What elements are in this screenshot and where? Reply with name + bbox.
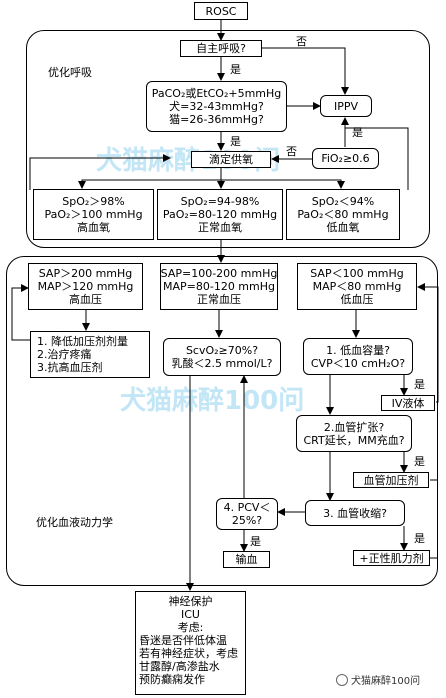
footer-logo: 犬猫麻醉100问 [336,672,420,687]
titrate-oxygen-node: 滴定供氧 [191,151,271,168]
edge-label-yes-7: 是 [250,535,261,548]
hypoxia-line-2: PaO₂＜80 mmHg [297,208,389,221]
edge-label-yes-4: 是 [414,378,425,391]
edge-label-yes-2: 是 [230,135,241,148]
ippv-node: IPPV [320,95,372,117]
scvo2-line-2: 乳酸＜2.5 mmol/L? [171,357,273,370]
hyperoxia-line-2: PaO₂＞100 mmHg [44,208,143,221]
footer-text: 犬猫麻醉100问 [351,676,421,687]
hypotension-line-3: 低血压 [340,293,374,306]
final-line-4: 昏迷是否伴低体温 [139,634,227,647]
edge-label-yes-5: 是 [414,455,425,468]
hypoxia-node: SpO₂＜94% PaO₂＜80 mmHg 低血氧 [286,189,400,240]
hyperoxia-node: SpO₂＞98% PaO₂＞100 mmHg 高血氧 [33,189,154,240]
pcv-line-1: 4. PCV＜ [223,501,271,514]
rosc-node: ROSC [194,2,248,20]
low-volume-line-1: 1. 低血容量? [326,343,390,357]
hypertension-action-3: 3.抗高血压剂 [37,361,103,374]
hypertension-node: SAP＞200 mmHg MAP＞120 mmHg 高血压 [28,263,143,310]
hypotension-line-2: MAP＜80 mmHg [312,280,402,293]
pcv-line-2: 25%? [231,514,263,527]
final-line-1: 神经保护 [168,595,213,608]
neuroprotection-node: 神经保护 ICU 考虑: 昏迷是否伴低体温 若有神经症状，考虑 甘露醇/高渗盐水… [135,591,246,695]
normoxia-node: SpO₂=94-98% PaO₂=80-120 mmHg 正常血氧 [157,189,283,240]
hyperoxia-line-3: 高血氧 [77,221,110,234]
hypertension-actions-node: 1. 降低加压剂剂量 2.治疗疼痛 3.抗高血压剂 [30,331,150,378]
wechat-icon [336,673,348,686]
normotension-node: SAP=100-200 mmHg MAP=80-120 mmHg 正常血压 [160,263,278,310]
vasodilation-line-1: 2.血管扩张? [323,420,385,434]
scvo2-node: ScvO₂≥70%? 乳酸＜2.5 mmol/L? [163,338,281,376]
paco2-line-1: PaCO₂或EtCO₂+5mmHg [151,87,282,100]
final-line-6: 甘露醇/高渗盐水 [139,660,220,673]
normotension-line-2: MAP=80-120 mmHg [162,280,275,293]
spontaneous-breathing-node: 自主呼吸? [180,40,262,57]
normoxia-line-3: 正常血氧 [198,221,242,234]
edge-label-yes-3: 是 [352,126,363,139]
final-line-3: 考虑: [177,621,204,634]
respiration-group-label: 优化呼吸 [48,66,92,79]
low-volume-node: 1. 低血容量? CVP＜10 cmH₂O? [303,338,413,375]
edge-label-no-1: 否 [296,35,307,48]
transfusion-node: 输血 [223,551,270,568]
hypoxia-line-1: SpO₂＜94% [311,195,375,208]
vasopressor-node: 血管加压剂 [353,472,429,488]
final-line-7: 预防癫痫发作 [139,673,205,686]
normoxia-line-1: SpO₂=94-98% [180,195,260,208]
hyperoxia-line-1: SpO₂＞98% [62,195,125,208]
paco2-node: PaCO₂或EtCO₂+5mmHg 犬=32-43mmHg? 猫=26-36mm… [146,81,287,132]
hypoxia-line-3: 低血氧 [326,221,360,234]
hypertension-line-3: 高血压 [69,293,102,306]
normotension-line-1: SAP=100-200 mmHg [160,267,278,280]
hypertension-line-2: MAP＞120 mmHg [37,280,134,293]
edge-label-yes-6: 是 [414,532,425,545]
fio2-node: FiO₂≥0.6 [312,148,379,169]
final-line-2: ICU [181,608,200,621]
iv-fluid-node: IV液体 [381,395,435,411]
hypertension-line-1: SAP＞200 mmHg [38,267,133,280]
hypertension-action-2: 2.治疗疼痛 [37,348,92,361]
hypertension-action-1: 1. 降低加压剂剂量 [37,335,128,348]
edge-label-no-2: 否 [286,145,297,158]
hemodynamics-group-label: 优化血液动力学 [36,516,113,529]
final-line-5: 若有神经症状，考虑 [139,647,238,660]
hypotension-node: SAP＜100 mmHg MAP＜80 mmHg 低血压 [297,263,417,310]
edge-label-yes-1: 是 [230,63,241,76]
inotrope-node: +正性肌力剂 [353,550,430,566]
pcv-node: 4. PCV＜ 25%? [216,498,278,530]
hypotension-line-1: SAP＜100 mmHg [310,267,404,280]
paco2-line-3: 猫=26-36mmHg? [169,113,264,126]
respiration-group [26,30,430,248]
vasoconstriction-node: 3. 血管收缩? [305,500,405,526]
normoxia-line-2: PaO₂=80-120 mmHg [162,208,278,221]
vasodilation-node: 2.血管扩张? CRT延长，MM充血? [296,415,412,452]
low-volume-line-2: CVP＜10 cmH₂O? [310,356,406,370]
normotension-line-3: 正常血压 [197,293,241,306]
scvo2-line-1: ScvO₂≥70%? [185,344,259,357]
paco2-line-2: 犬=32-43mmHg? [169,100,264,113]
vasodilation-line-2: CRT延长，MM充血? [303,433,405,447]
